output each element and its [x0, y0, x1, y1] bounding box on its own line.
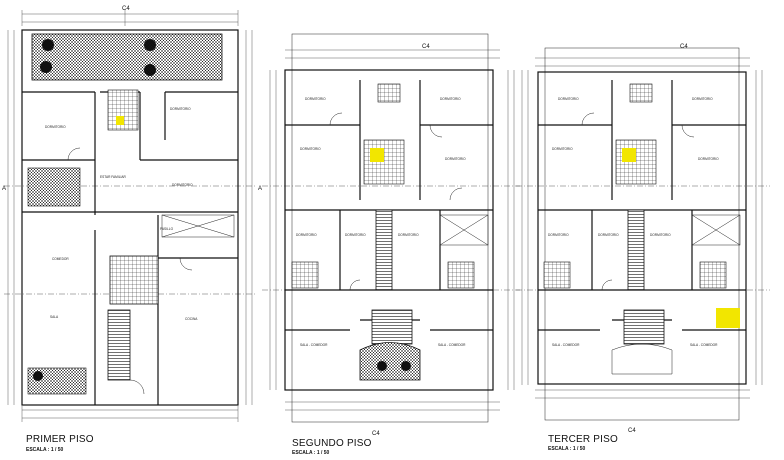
- room-labels: DORMITORIO DORMITORIO DORMITORIO DORMITO…: [296, 97, 466, 347]
- outer-wall: [21, 29, 239, 406]
- svg-text:DORMITORIO: DORMITORIO: [398, 233, 419, 237]
- plan-title-segundo: SEGUNDO PISO: [292, 438, 372, 449]
- svg-text:DORMITORIO: DORMITORIO: [345, 233, 366, 237]
- highlight-box: [116, 116, 124, 125]
- roof-outline: [544, 47, 740, 421]
- dimension-lines: [521, 57, 763, 399]
- garden-area: [31, 33, 223, 81]
- patio-area: [27, 167, 81, 207]
- outer-wall: [284, 69, 494, 391]
- plan-primer-piso: DORMITORIO DORMITORIO ESTAR FAMILIAR DOR…: [4, 10, 256, 422]
- svg-text:DORMITORIO: DORMITORIO: [296, 233, 317, 237]
- staircase: [371, 309, 413, 345]
- svg-text:SALA - COMEDOR: SALA - COMEDOR: [552, 343, 580, 347]
- svg-text:DORMITORIO: DORMITORIO: [548, 233, 569, 237]
- highlight-box: [716, 308, 740, 328]
- plant-icon: [401, 361, 411, 371]
- outer-wall: [537, 71, 747, 385]
- door-swings: [67, 147, 193, 395]
- closet-cross: [161, 214, 235, 238]
- svg-text:DORMITORIO: DORMITORIO: [598, 233, 619, 237]
- staircase: [627, 209, 645, 291]
- door-swings: [581, 112, 695, 291]
- svg-text:DORMITORIO: DORMITORIO: [305, 97, 326, 101]
- closet-cross: [691, 214, 741, 246]
- svg-text:SALA - COMEDOR: SALA - COMEDOR: [300, 343, 328, 347]
- section-marker-bottom: C4: [628, 428, 636, 434]
- closet: [439, 214, 489, 246]
- tree-icon: [33, 371, 43, 381]
- plan-title-tercer: TERCER PISO: [548, 434, 618, 445]
- svg-text:DORMITORIO: DORMITORIO: [552, 147, 573, 151]
- section-marker-bottom: C4: [372, 431, 380, 437]
- balcony: [359, 342, 421, 381]
- dimension-lines: [7, 10, 253, 422]
- tree-icons: [40, 39, 156, 76]
- plan-scale-primer: ESCALA : 1 / 50: [26, 447, 64, 453]
- svg-text:SALA - COMEDOR: SALA - COMEDOR: [438, 343, 466, 347]
- svg-text:DORMITORIO: DORMITORIO: [558, 97, 579, 101]
- staircase: [107, 309, 131, 381]
- axis-marker: A: [2, 186, 6, 192]
- svg-text:DORMITORIO: DORMITORIO: [300, 147, 321, 151]
- svg-text:DORMITORIO: DORMITORIO: [650, 233, 671, 237]
- patio-tile: [447, 261, 475, 289]
- svg-text:DORMITORIO: DORMITORIO: [170, 107, 191, 111]
- svg-text:ESTAR FAMILIAR: ESTAR FAMILIAR: [100, 175, 126, 179]
- room-labels: DORMITORIO DORMITORIO DORMITORIO DORMITO…: [548, 97, 719, 347]
- balcony: [611, 343, 673, 375]
- closet-cross: [439, 214, 489, 246]
- svg-text:COCINA: COCINA: [185, 317, 198, 321]
- closet: [691, 214, 741, 246]
- svg-text:DORMITORIO: DORMITORIO: [445, 157, 466, 161]
- patio-tile: [699, 261, 727, 289]
- dimension-lines: [269, 49, 515, 411]
- plan-scale-tercer: ESCALA : 1 / 50: [548, 446, 586, 452]
- door-swings: [329, 112, 463, 291]
- svg-text:SALA: SALA: [50, 315, 59, 319]
- section-marker-top: C4: [422, 44, 430, 50]
- plan-tercer-piso: DORMITORIO DORMITORIO DORMITORIO DORMITO…: [516, 47, 770, 421]
- interior-walls: [538, 80, 746, 331]
- svg-text:COMEDOR: COMEDOR: [52, 257, 69, 261]
- svg-text:DORMITORIO: DORMITORIO: [698, 157, 719, 161]
- section-markers: C4 C4 C4 C4 C4 A A: [2, 6, 688, 437]
- patio-tile: [543, 261, 571, 289]
- bath-tile: [377, 83, 401, 103]
- bath-tile: [107, 89, 139, 131]
- room-labels: DORMITORIO DORMITORIO ESTAR FAMILIAR DOR…: [45, 107, 198, 321]
- plan-title-primer: PRIMER PISO: [26, 434, 94, 445]
- plan-scale-segundo: ESCALA : 1 / 50: [292, 450, 330, 456]
- bath-tile: [629, 83, 653, 103]
- axis-marker: A: [258, 186, 262, 192]
- svg-text:DORMITORIO: DORMITORIO: [440, 97, 461, 101]
- patio-tile: [291, 261, 319, 289]
- interior-walls: [285, 80, 493, 331]
- svg-text:DORMITORIO: DORMITORIO: [45, 125, 66, 129]
- svg-text:DORMITORIO: DORMITORIO: [692, 97, 713, 101]
- highlight-box: [622, 148, 636, 162]
- staircase: [375, 209, 393, 291]
- section-marker-top: C4: [680, 44, 688, 50]
- section-marker-top: C4: [122, 6, 130, 12]
- staircase: [623, 309, 665, 345]
- svg-text:SALA - COMEDOR: SALA - COMEDOR: [690, 343, 718, 347]
- svg-text:PASILLO: PASILLO: [160, 227, 174, 231]
- svg-text:DORMITORIO: DORMITORIO: [172, 183, 193, 187]
- plant-icon: [377, 361, 387, 371]
- highlight-box: [370, 148, 384, 162]
- closet: [161, 214, 235, 238]
- plan-segundo-piso: DORMITORIO DORMITORIO DORMITORIO DORMITO…: [262, 33, 520, 423]
- patio-tile: [109, 255, 159, 305]
